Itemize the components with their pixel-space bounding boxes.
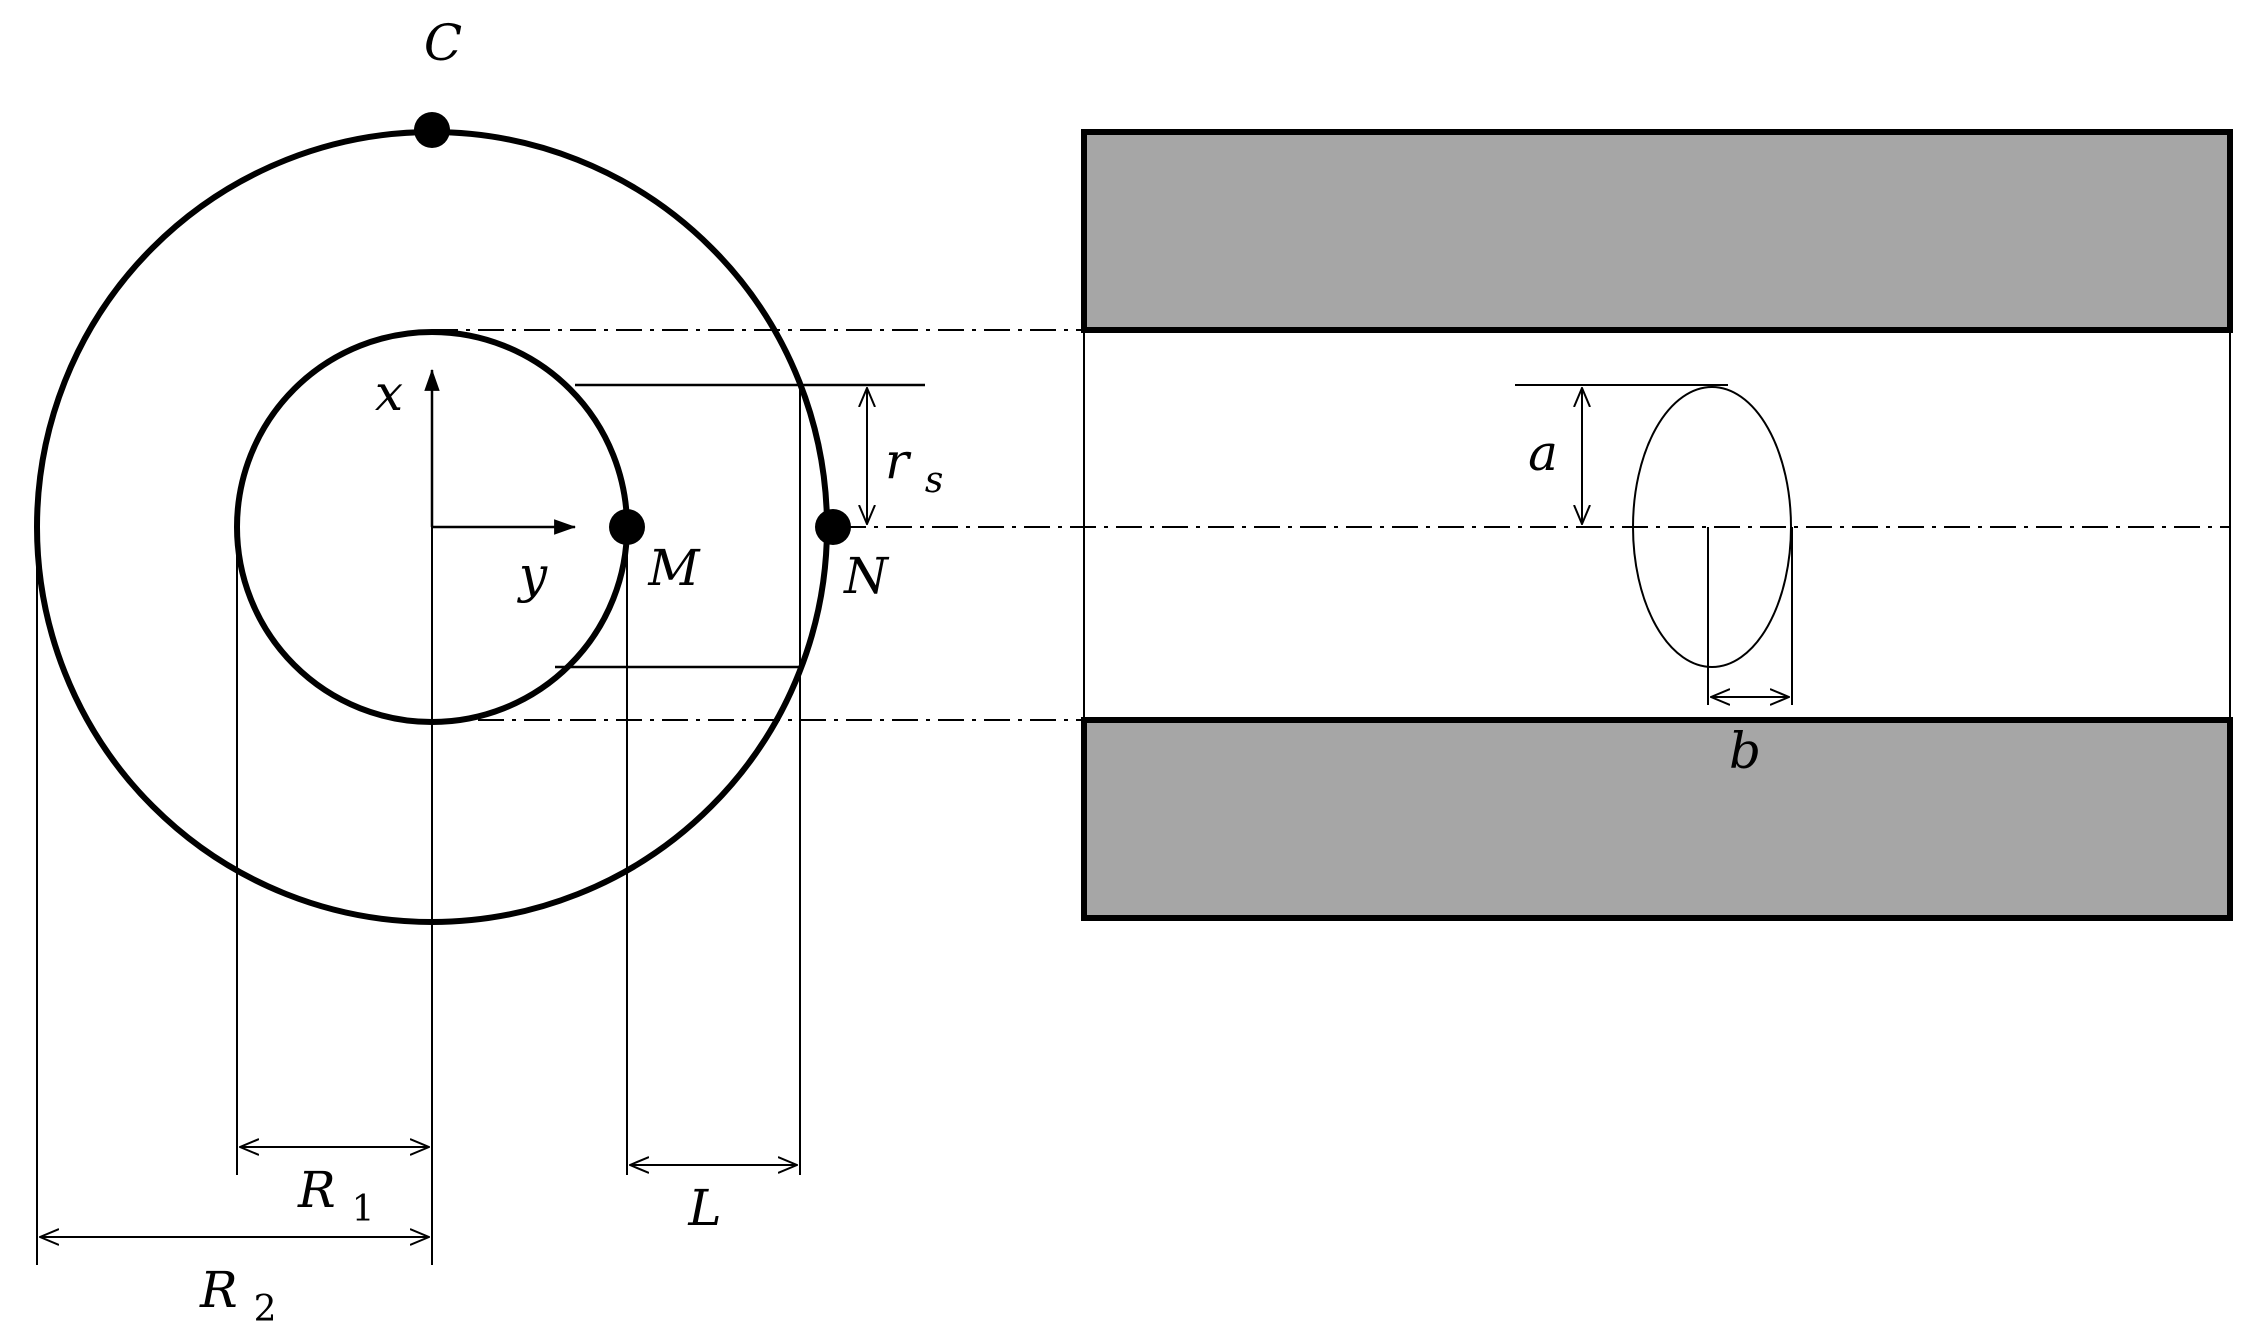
point-n-label: N	[843, 547, 890, 605]
point-n-dot	[815, 509, 851, 545]
r1-label-sub: 1	[352, 1189, 375, 1230]
r2-label-main: R	[199, 1261, 238, 1319]
point-c-label: C	[424, 14, 462, 72]
r1-label-main: R	[297, 1161, 336, 1219]
rs-label: r s	[885, 432, 943, 501]
rs-label-main: r	[885, 432, 912, 490]
r2-label: R 2	[199, 1261, 276, 1330]
l-label: L	[687, 1179, 721, 1237]
point-m-label: M	[647, 539, 701, 597]
longitudinal-view: a b	[1081, 129, 2233, 921]
cross-section-view: C M N x y r s R 1 R 2 L	[34, 14, 943, 1330]
b-label: b	[1729, 722, 1761, 780]
projection-lines	[432, 329, 2230, 721]
upper-wall	[1081, 129, 2233, 333]
a-label: a	[1528, 424, 1558, 482]
r1-label: R 1	[297, 1161, 374, 1230]
point-m-dot	[609, 509, 645, 545]
point-c-dot	[414, 112, 450, 148]
r2-label-sub: 2	[254, 1289, 277, 1330]
y-axis-label: y	[517, 546, 548, 604]
x-axis-label: x	[375, 364, 403, 422]
lower-wall	[1081, 717, 2233, 921]
rs-label-sub: s	[925, 460, 943, 501]
